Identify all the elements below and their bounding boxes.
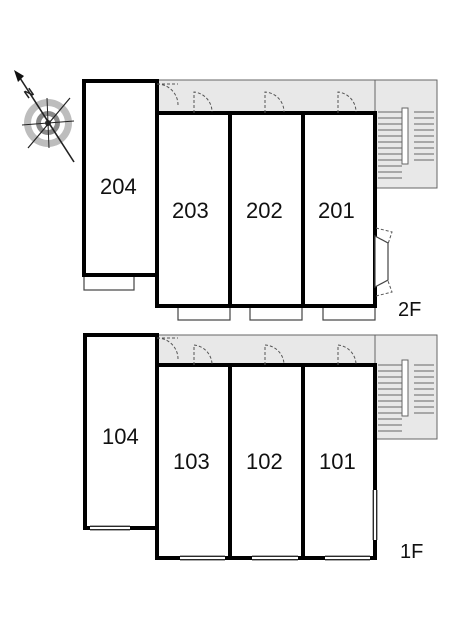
floor-label-2f: 2F — [398, 299, 421, 321]
unit-label-201: 201 — [318, 198, 355, 223]
unit-201 — [301, 111, 377, 308]
doors-2f — [156, 83, 393, 297]
unit-label-102: 102 — [246, 449, 283, 474]
staircase-1f — [378, 359, 434, 432]
unit-104 — [83, 333, 159, 530]
unit-101 — [301, 363, 377, 560]
floor-1f: 104 103 102 101 1F — [83, 333, 438, 563]
balcony-204 — [83, 274, 135, 291]
window-frames-1f — [90, 490, 378, 561]
bay-window-201 — [374, 234, 389, 289]
unit-label-103: 103 — [173, 449, 210, 474]
balcony-203 — [177, 305, 231, 321]
unit-label-204: 204 — [100, 174, 137, 199]
windows-1f — [90, 490, 376, 559]
balcony-201 — [322, 305, 376, 321]
unit-204 — [82, 79, 159, 277]
balcony-202 — [249, 305, 303, 321]
compass-rose-icon: N — [14, 70, 75, 163]
unit-label-202: 202 — [246, 198, 283, 223]
unit-label-104: 104 — [102, 424, 139, 449]
unit-label-203: 203 — [172, 198, 209, 223]
doors-1f — [156, 337, 357, 365]
floor-2f: 204 203 202 201 2F — [82, 79, 438, 321]
staircase-2f — [378, 107, 434, 179]
unit-102 — [228, 363, 305, 560]
floor-label-1f: 1F — [400, 541, 423, 563]
unit-label-101: 101 — [319, 449, 356, 474]
